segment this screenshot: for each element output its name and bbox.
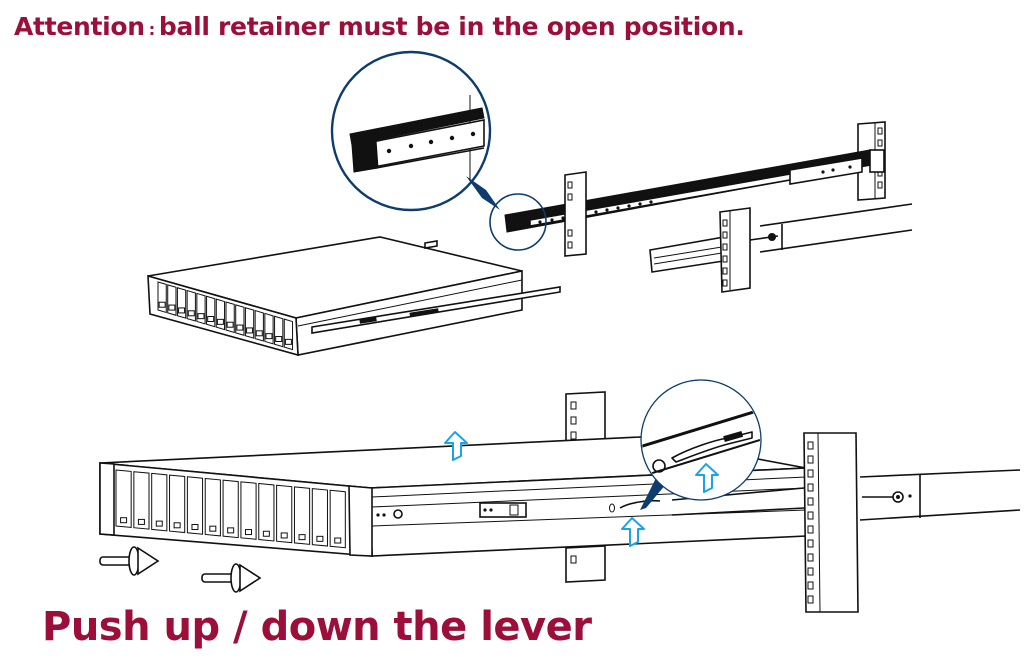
drive-bay (151, 472, 168, 532)
drive-bay-latch (137, 518, 145, 525)
step-caption: Push up / down the lever (42, 604, 592, 650)
attention-message: ball retainer must be in the open positi… (158, 12, 745, 41)
attention-heading: Attention:ball retainer must be in the o… (14, 12, 745, 41)
lever-callout (640, 379, 762, 510)
drive-bay-latch (316, 535, 324, 542)
drive-bay-latch (245, 529, 253, 536)
rack-post-rear-bottom (565, 391, 606, 583)
rack-post-front-right (719, 207, 751, 293)
drive-bay-latch (187, 310, 195, 317)
drive-bay (167, 284, 177, 316)
drive-bay-latch (246, 327, 254, 334)
drive-bay (169, 474, 186, 534)
drive-bay (258, 482, 275, 542)
drive-bay-latch (226, 321, 234, 328)
lever-detail (642, 408, 760, 493)
drive-bay (206, 295, 216, 328)
drive-bay (254, 309, 264, 342)
drive-bay-latch (284, 338, 292, 345)
drive-bay (186, 289, 196, 322)
server-chassis-top (147, 236, 561, 357)
drive-bay-latch (155, 520, 163, 527)
drive-bay (235, 304, 245, 336)
rack-post-front-left (564, 171, 587, 257)
curved-up-arrow-icon (621, 517, 645, 547)
drive-bay (215, 298, 226, 331)
attention-label: Attention (14, 12, 145, 41)
drive-bay-latch (227, 527, 235, 534)
drive-bay-latch (298, 534, 306, 541)
server-chassis-bottom (99, 436, 807, 557)
ball-retainer-callout (330, 50, 547, 251)
slide-rail-far (649, 233, 779, 273)
drive-bay (311, 488, 328, 547)
drive-bay-latch (280, 532, 288, 539)
drive-bay (240, 481, 257, 540)
curved-up-arrow-icon (444, 431, 468, 461)
drive-bay (274, 315, 284, 348)
drive-bay-latch (158, 301, 166, 308)
drive-bay (196, 292, 206, 325)
drive-bay-latch (207, 316, 215, 322)
drive-bay (157, 281, 167, 314)
drive-bay-latch (173, 522, 181, 529)
drive-bay-latch (255, 330, 263, 337)
drive-bay-latch (209, 525, 217, 532)
attention-separator: : (148, 20, 155, 39)
drive-bay-latch (191, 523, 199, 530)
drive-bay-latch (334, 537, 342, 544)
drive-bay (293, 486, 311, 545)
drive-bay (186, 476, 204, 535)
drive-bay-latch (120, 517, 128, 524)
drive-bays-bottom (115, 469, 346, 549)
drive-bays-top (157, 281, 294, 351)
slide-rail-mounted (504, 149, 885, 233)
drive-bay (133, 471, 150, 530)
drive-bay (244, 307, 255, 339)
push-arrow-icon (99, 546, 160, 576)
drive-bay-latch (168, 304, 176, 311)
drive-bay (176, 287, 187, 319)
drive-bay (225, 301, 235, 334)
drive-bay (329, 489, 346, 549)
push-arrow-icon (201, 563, 262, 593)
ball-retainer-detail (349, 95, 485, 208)
drive-bay (264, 312, 274, 345)
server-insert-into-rack (99, 379, 1021, 613)
drive-bay-latch (178, 307, 186, 314)
rail-install-overview (147, 50, 913, 357)
drive-bay-latch (265, 333, 273, 340)
rack-beam-bottom (859, 469, 1021, 521)
drive-bay (115, 469, 132, 528)
drive-bay (283, 318, 294, 351)
drive-bay-latch (275, 336, 283, 342)
drive-bay-latch (197, 313, 205, 320)
drive-bay-latch (262, 530, 270, 537)
drive-bay-latch (216, 318, 224, 325)
drive-bay (204, 477, 221, 537)
drive-bay (222, 479, 239, 539)
rack-beam-far (759, 203, 913, 253)
drive-bay-latch (236, 324, 244, 331)
drive-bay (276, 484, 293, 544)
